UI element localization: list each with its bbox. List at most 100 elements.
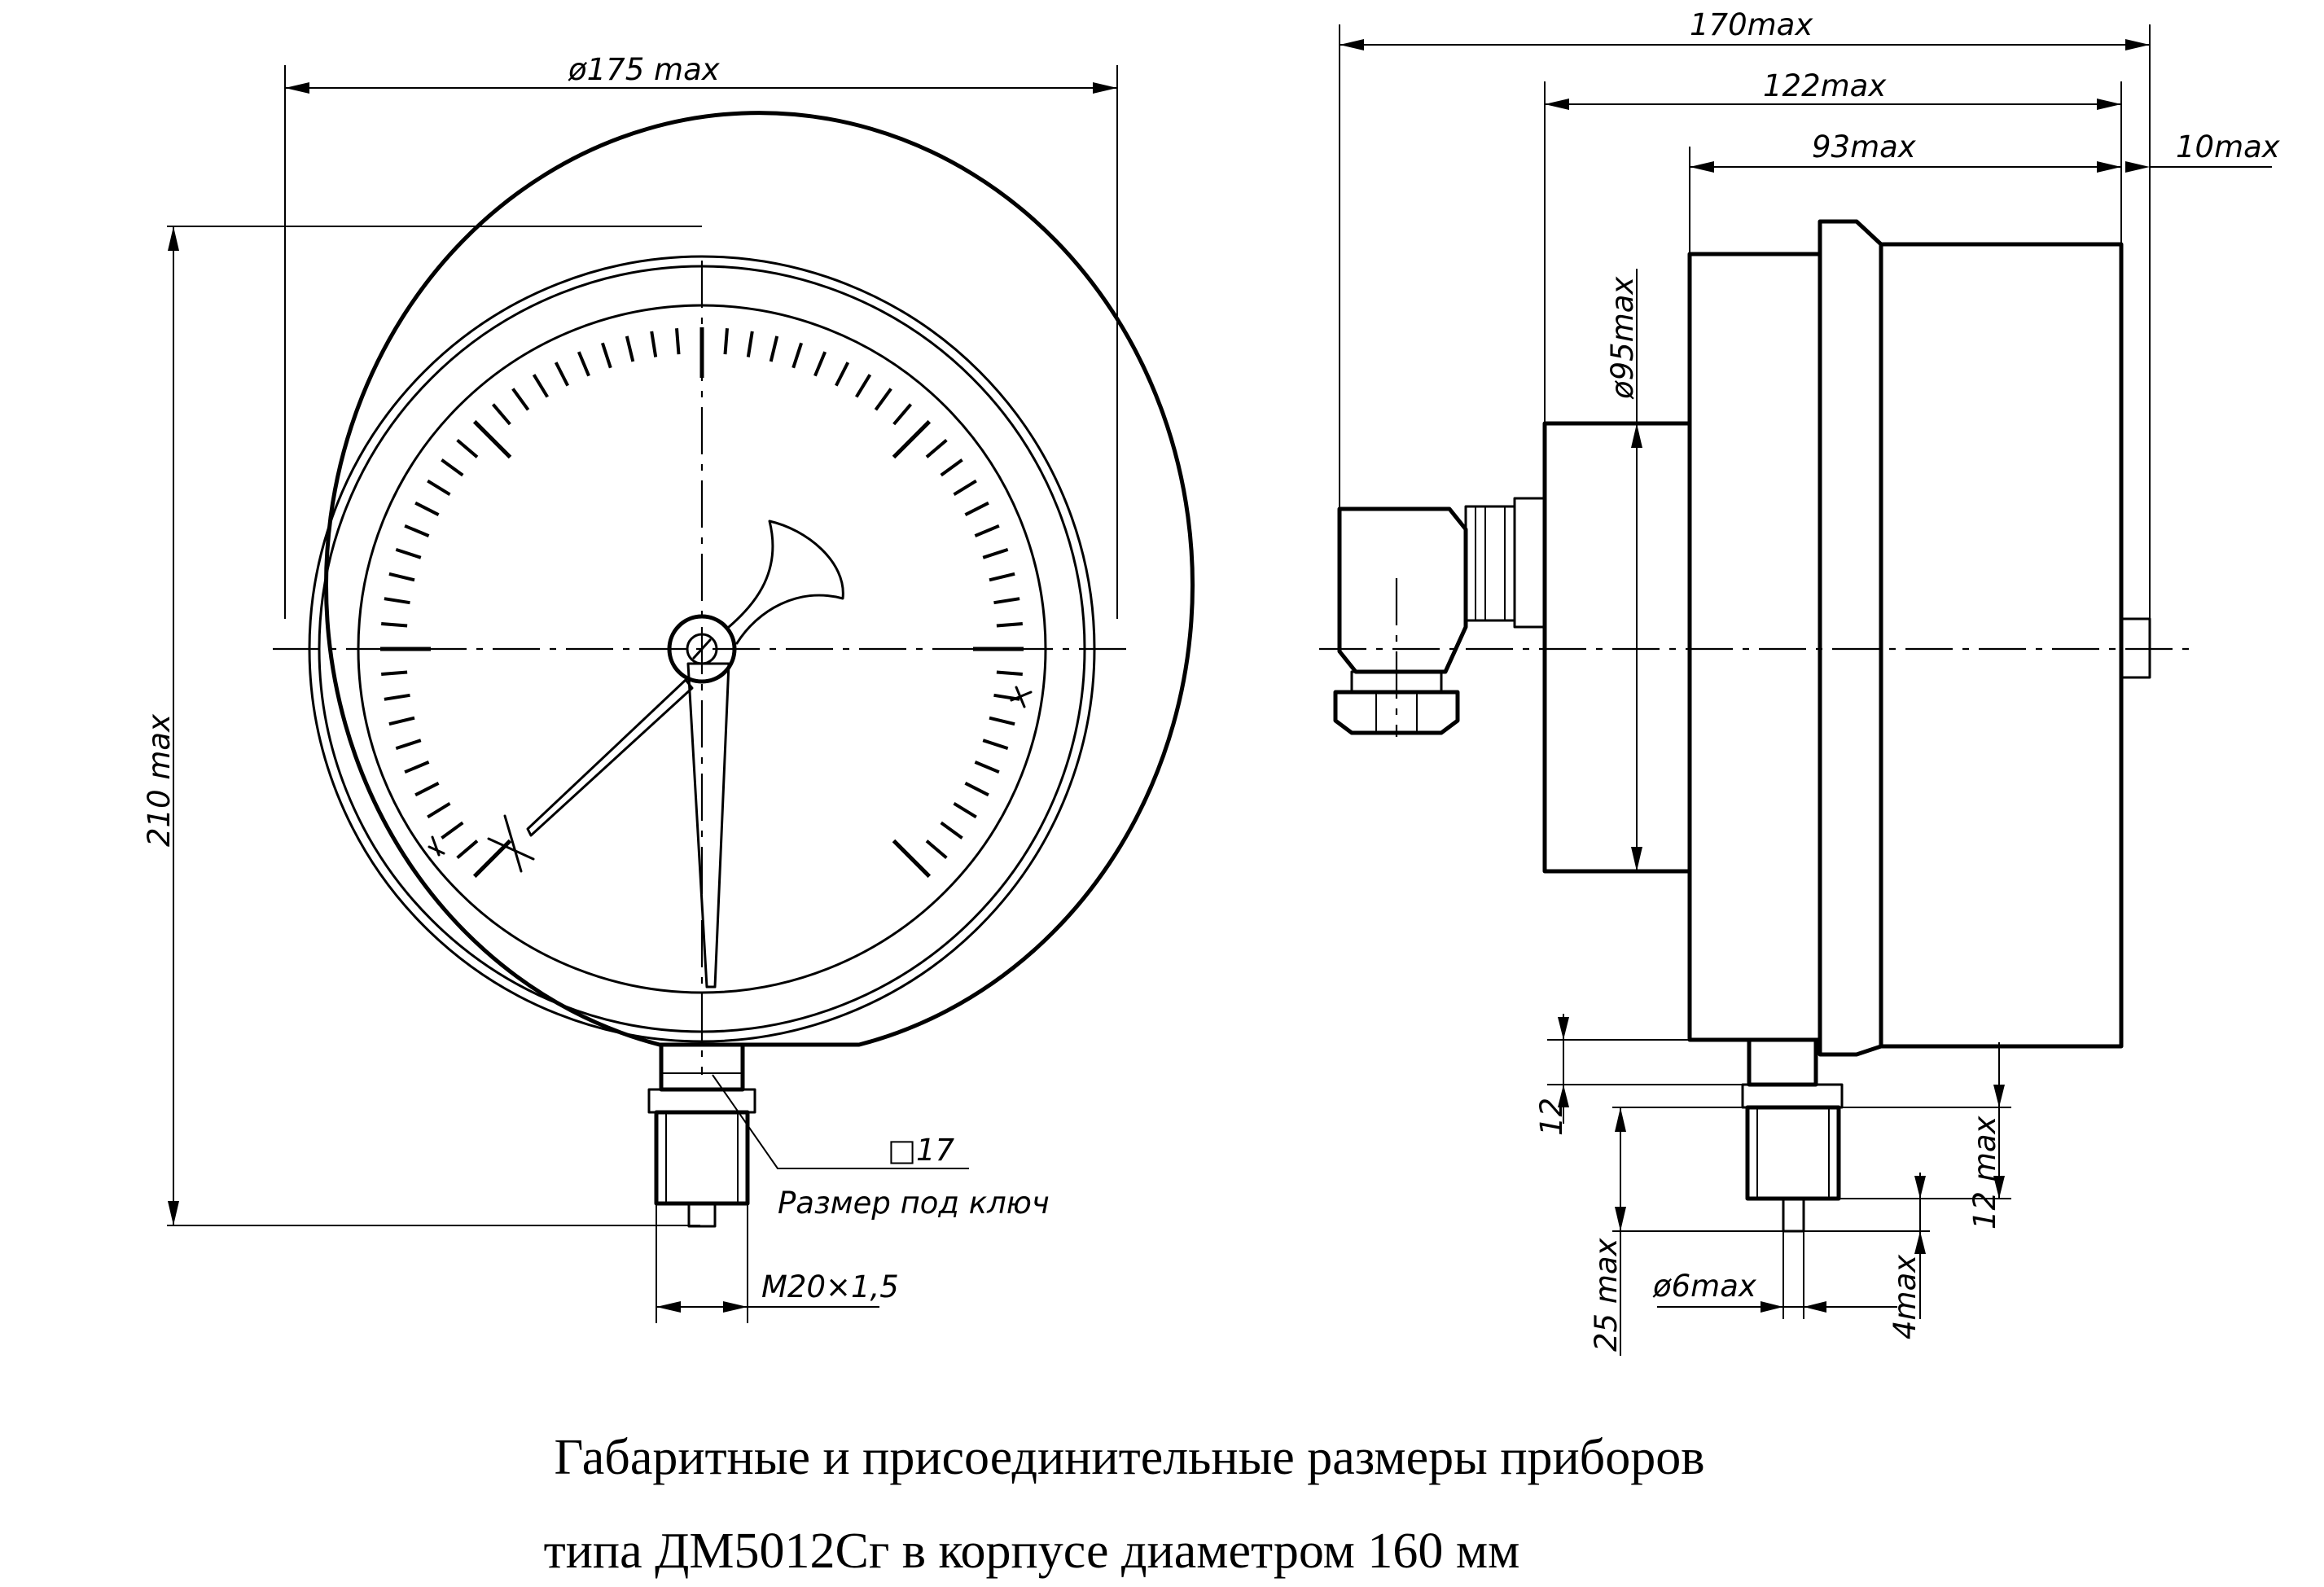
dial-minor-tick bbox=[953, 479, 977, 497]
pointer-hub-slot bbox=[692, 638, 712, 660]
dial-minor-tick bbox=[441, 458, 464, 477]
dial-minor-tick bbox=[835, 362, 850, 387]
side-fitting-thread bbox=[1745, 1105, 1841, 1201]
dial-minor-tick bbox=[395, 547, 422, 559]
dial-minor-tick bbox=[989, 716, 1015, 726]
dial-minor-tick bbox=[675, 328, 681, 355]
set-pointer-left bbox=[526, 678, 694, 837]
dim-side-depth-122: 122max bbox=[1763, 68, 1887, 103]
set-pointer-left-cross bbox=[487, 837, 535, 861]
front-view-dimensions: ø175 max 210 max □17 Размер под ключ M20… bbox=[142, 52, 1118, 1323]
side-view-dimensions: 170max 122max 93max 10max ø95max 12 bbox=[1339, 7, 2281, 1356]
dial-scale-ticks bbox=[380, 327, 1024, 879]
dial-minor-tick bbox=[404, 524, 430, 537]
dial-minor-tick bbox=[964, 501, 989, 516]
front-fitting-nipple bbox=[687, 1202, 717, 1228]
contact-mark-right bbox=[1010, 686, 1033, 708]
dial-minor-tick bbox=[388, 716, 415, 726]
front-fitting-thread bbox=[654, 1110, 750, 1206]
dial-minor-tick bbox=[746, 331, 754, 357]
side-body-front bbox=[1687, 252, 1822, 1042]
side-connector-body bbox=[1337, 506, 1468, 674]
side-fitting-hex bbox=[1741, 1083, 1844, 1109]
side-connector-ring-1 bbox=[1513, 497, 1546, 629]
dial-minor-tick bbox=[491, 403, 511, 426]
dial-minor-tick bbox=[427, 801, 451, 819]
dial-minor-tick bbox=[532, 374, 550, 398]
dial-minor-tick bbox=[982, 739, 1009, 751]
dim-side-total-depth: 170max bbox=[1690, 7, 1813, 42]
dial-minor-tick bbox=[874, 388, 892, 411]
dial-minor-tick bbox=[940, 458, 963, 477]
side-view bbox=[1319, 219, 2199, 1233]
dial-minor-tick bbox=[381, 622, 408, 628]
contact-mark-left bbox=[428, 835, 445, 857]
dim-wrench-label: Размер под ключ bbox=[778, 1186, 1050, 1221]
dial-minor-tick bbox=[414, 782, 440, 797]
dim-wrench-size: □17 bbox=[888, 1133, 954, 1168]
dial-minor-tick bbox=[791, 342, 804, 369]
dial-minor-tick bbox=[456, 438, 479, 458]
dial-minor-tick bbox=[395, 739, 422, 751]
set-pointer-left-cross-2 bbox=[503, 814, 523, 873]
dial-minor-tick bbox=[953, 801, 977, 819]
main-pointer bbox=[686, 662, 730, 989]
dim-side-neck-12: 12 bbox=[1534, 1098, 1569, 1136]
front-case-outline bbox=[324, 111, 1195, 1047]
dial-minor-tick bbox=[996, 670, 1023, 676]
side-flange bbox=[1818, 219, 1883, 1057]
dial-minor-tick bbox=[892, 403, 913, 426]
dim-side-back-10: 10max bbox=[2176, 129, 2281, 164]
dial-minor-tick bbox=[813, 351, 827, 377]
dim-side-fitting-25: 25 max bbox=[1589, 1237, 1624, 1352]
dial-minor-tick bbox=[769, 335, 779, 362]
dim-side-depth-93: 93max bbox=[1812, 129, 1917, 164]
dial-minor-tick bbox=[974, 524, 1000, 537]
side-body-rear bbox=[1879, 242, 2124, 1049]
dial-minor-tick bbox=[625, 335, 635, 362]
dial-minor-tick bbox=[577, 351, 590, 377]
caption-line-1: Габаритные и присоединительные размеры п… bbox=[554, 1430, 1705, 1485]
pointer-hub bbox=[667, 614, 737, 684]
front-view bbox=[273, 111, 1195, 1228]
dial-major-tick bbox=[892, 839, 932, 879]
side-fitting-nipple bbox=[1782, 1197, 1805, 1233]
side-connector-nut bbox=[1333, 690, 1460, 735]
dial-minor-tick bbox=[982, 547, 1009, 559]
caption-line-2: типа ДМ5012Сг в корпусе диаметром 160 мм bbox=[543, 1523, 1520, 1579]
dim-front-height: 210 max bbox=[142, 713, 177, 847]
dial-minor-tick bbox=[993, 597, 1020, 605]
dial-minor-tick bbox=[511, 388, 530, 411]
side-connector-ring-2 bbox=[1464, 505, 1516, 622]
dial-minor-tick bbox=[650, 331, 658, 357]
front-fitting-hex bbox=[647, 1088, 756, 1114]
dim-side-boss-diameter: ø95max bbox=[1605, 276, 1640, 400]
dial-minor-tick bbox=[964, 782, 989, 797]
main-pointer-tail bbox=[727, 520, 844, 645]
dial-minor-tick bbox=[381, 670, 408, 676]
dial-minor-tick bbox=[940, 821, 963, 840]
dial-minor-tick bbox=[925, 438, 948, 458]
side-fitting-neck bbox=[1747, 1037, 1818, 1087]
dial-minor-tick bbox=[441, 821, 464, 840]
dial-minor-tick bbox=[384, 693, 410, 701]
dial-minor-tick bbox=[427, 479, 451, 497]
dial-major-tick bbox=[472, 419, 512, 459]
dim-side-nipple-diameter: ø6max bbox=[1652, 1269, 1757, 1304]
dim-thread: M20×1,5 bbox=[761, 1269, 899, 1304]
dial-minor-tick bbox=[600, 342, 612, 369]
dial-minor-tick bbox=[456, 840, 479, 860]
dim-side-neck-12max: 12 max bbox=[1967, 1115, 2002, 1230]
dial-minor-tick bbox=[388, 572, 415, 582]
dial-minor-tick bbox=[414, 501, 440, 516]
dim-front-diameter: ø175 max bbox=[568, 52, 721, 87]
dial-minor-tick bbox=[384, 597, 410, 605]
dial-minor-tick bbox=[925, 840, 948, 860]
dial-minor-tick bbox=[554, 362, 569, 387]
dial-minor-tick bbox=[854, 374, 872, 398]
dim-side-nipple-4: 4max bbox=[1888, 1254, 1923, 1339]
dial-major-tick bbox=[892, 419, 932, 459]
pointer-hub-screw bbox=[686, 633, 718, 665]
dial-minor-tick bbox=[974, 761, 1000, 774]
